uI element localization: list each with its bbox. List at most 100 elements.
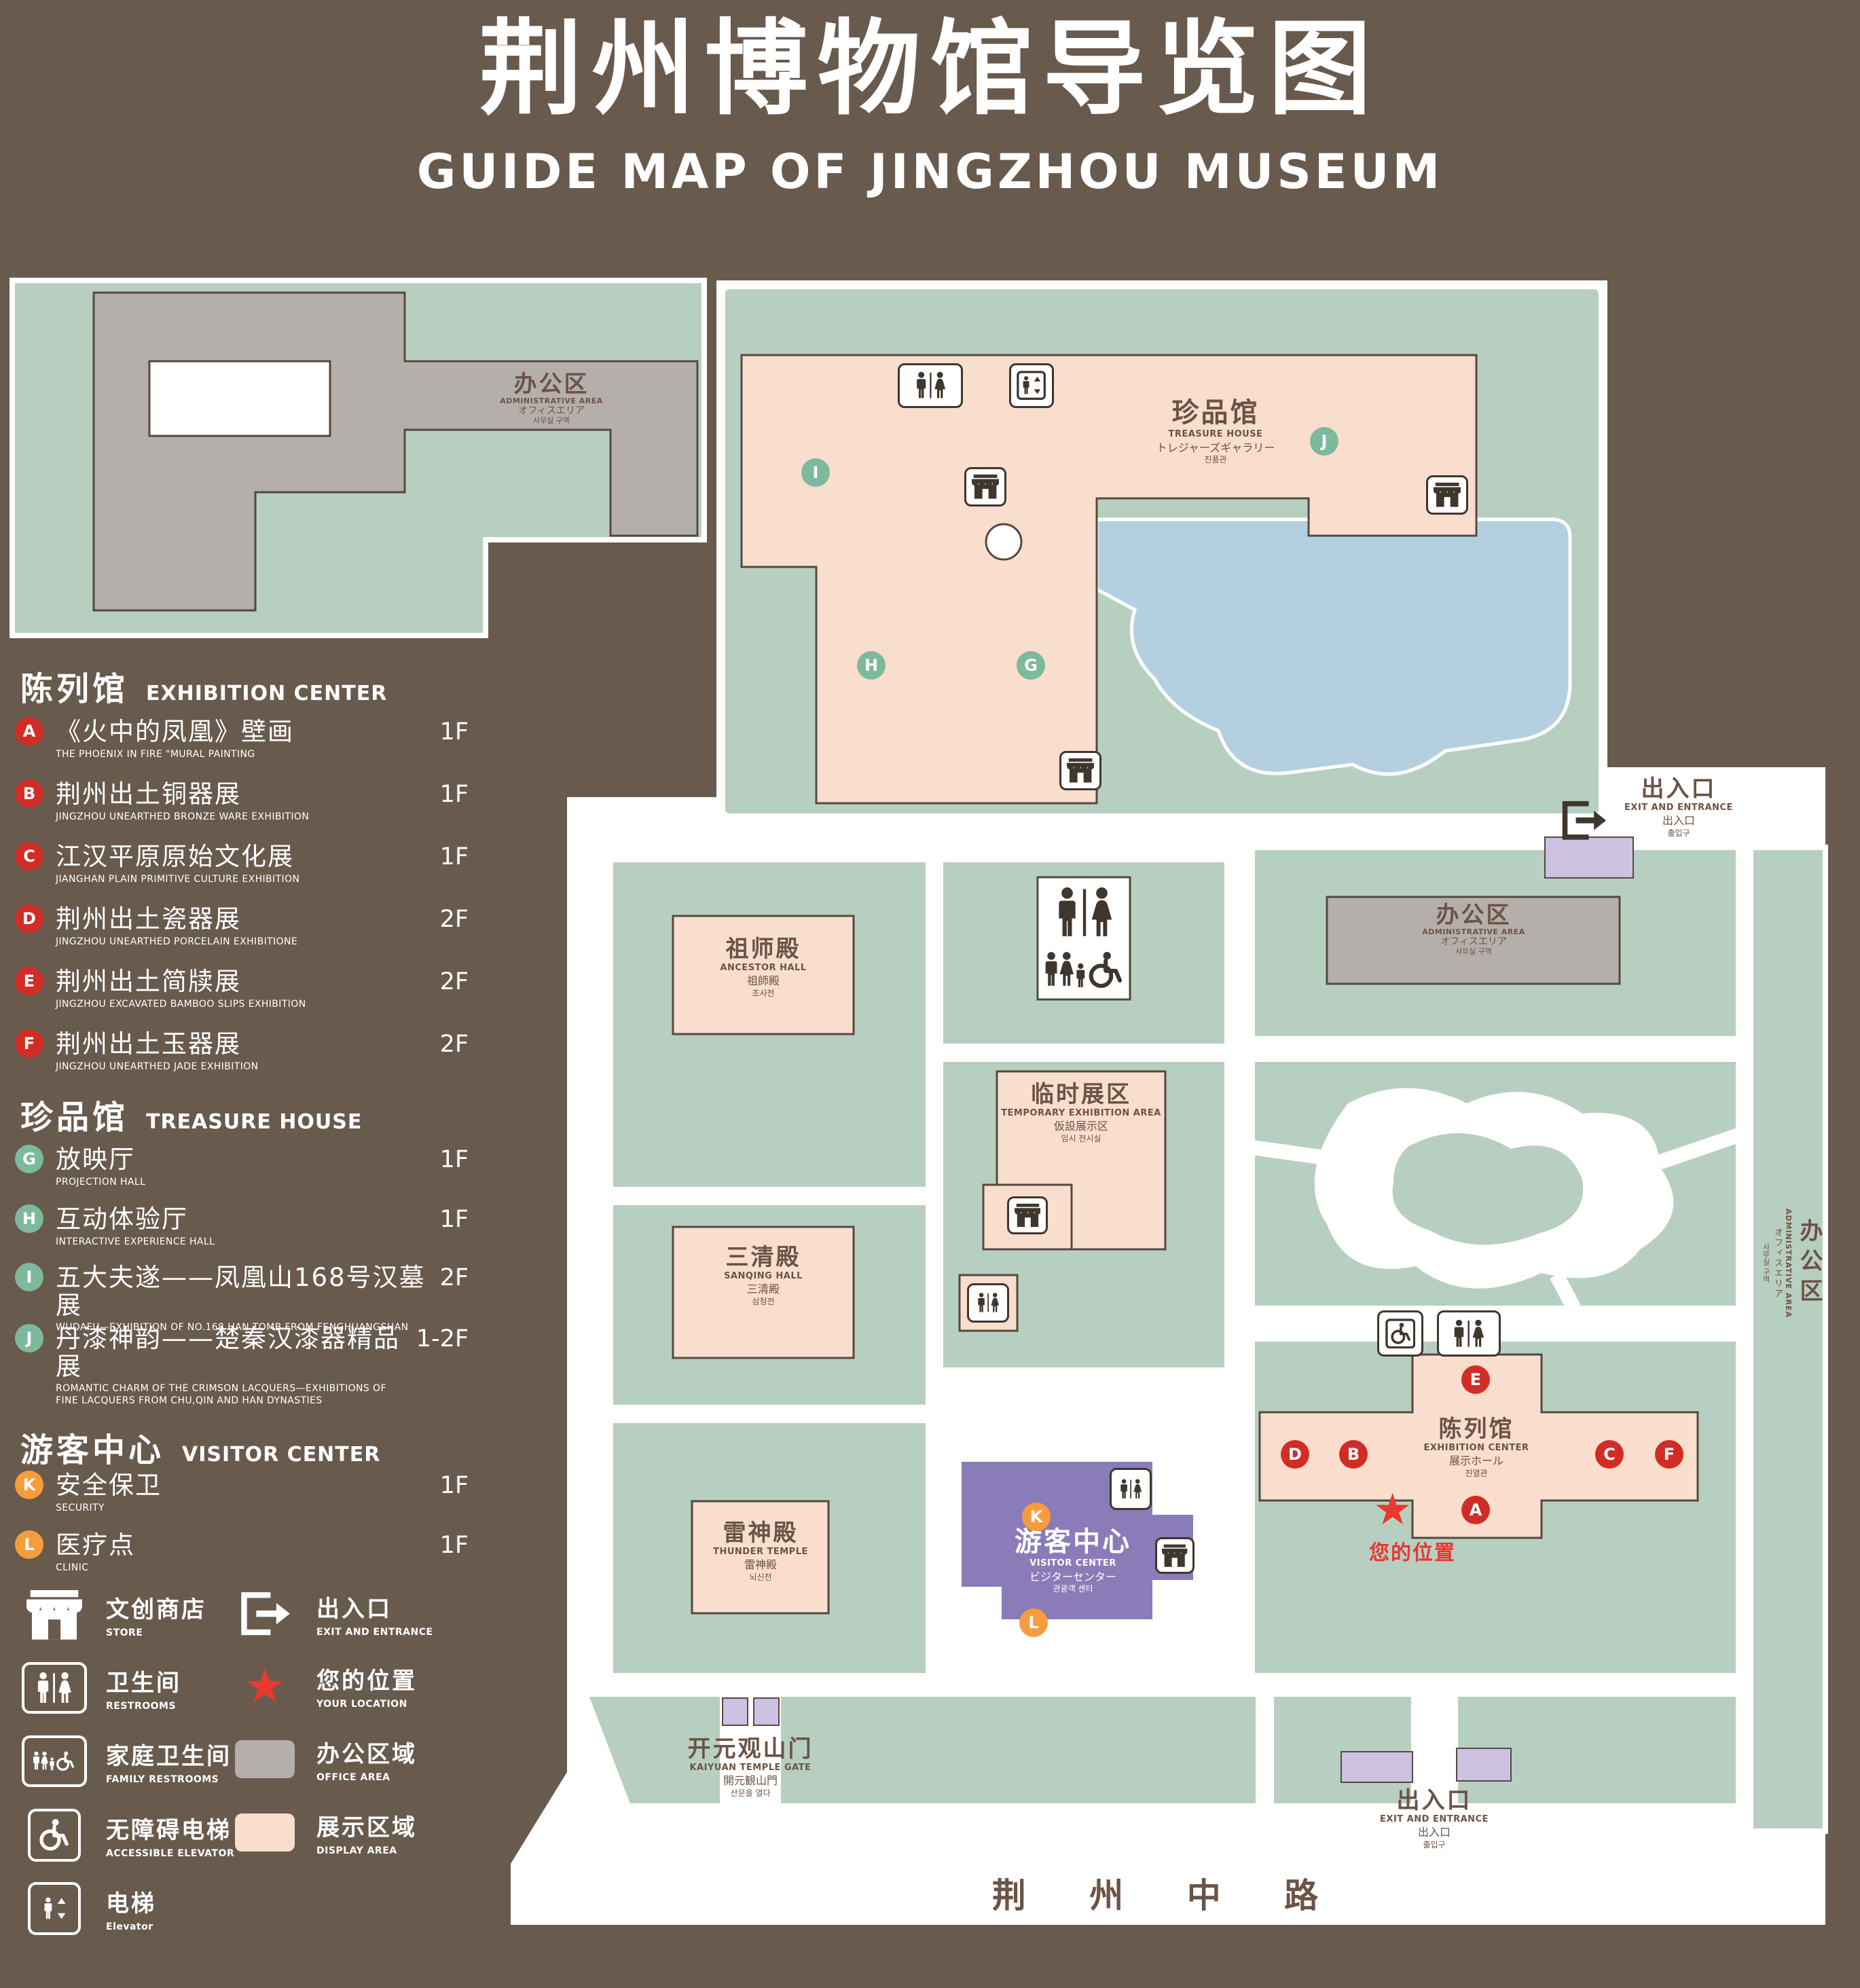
legend-zh: 卫生间: [106, 1670, 181, 1697]
your-location-star-icon: ★: [243, 1658, 287, 1714]
south-exit-block-right: [1456, 1748, 1512, 1782]
badge-l: L: [15, 1530, 43, 1559]
item-zh: 放映厅: [56, 1145, 135, 1174]
ancestor-hall-building: [672, 915, 855, 1035]
label-en: THUNDER TEMPLE: [713, 1547, 808, 1558]
section-visitor-center: 游客中心 VISITOR CENTER: [20, 1423, 380, 1471]
item-zh: 荆州出土铜器展: [56, 779, 241, 809]
label-en: EXIT AND ENTRANCE: [1380, 1814, 1489, 1825]
legend-restrooms: 卫生间 RESTROOMS: [19, 1662, 181, 1714]
legend-zh: 展示区域: [316, 1814, 417, 1841]
section-exhibition-center: 陈列馆 EXHIBITION CENTER: [20, 662, 387, 710]
garden-connector-paths: [1251, 1128, 1741, 1312]
label-ja: オフィスエリア: [1440, 936, 1507, 947]
map-badge-g: G: [1017, 651, 1045, 680]
badge-a: A: [15, 717, 43, 746]
label-en: ADMINISTRATIVE AREA: [500, 396, 603, 405]
label-ja: オフィスエリア: [1772, 1228, 1783, 1299]
restroom-icon: [19, 1662, 90, 1714]
label-ko: 삼청전: [752, 1297, 775, 1307]
label-en: ANCESTOR HALL: [720, 963, 807, 974]
label-ancestor-hall: 祖师殿 ANCESTOR HALL 祖師殿 조사전: [720, 936, 806, 998]
section-treasure-house: 珍品馆 TREASURE HOUSE: [20, 1090, 362, 1138]
store-icon: [1426, 475, 1468, 515]
item-en: JINGZHOU UNEARTHED PORCELAIN EXHIBITIONE: [56, 936, 298, 947]
item-en: JIANGHAN PLAIN PRIMITIVE CULTURE EXHIBIT…: [56, 873, 300, 885]
item-en: ROMANTIC CHARM OF THE CRIMSON LACQUERS—E…: [56, 1383, 386, 1406]
label-thunder-temple: 雷神殿 THUNDER TEMPLE 雷神殿 뇌신전: [713, 1520, 808, 1582]
item-zh: 安全保卫: [56, 1471, 162, 1500]
badge-k: K: [15, 1471, 43, 1499]
list-item-d: D 荆州出土瓷器展 JINGZHOU UNEARTHED PORCELAIN E…: [15, 904, 469, 948]
grounds-bottom-right-a: [1269, 1691, 1417, 1809]
label-en: TREASURE HOUSE: [1168, 429, 1263, 440]
legend-zh: 无障碍电梯: [106, 1817, 232, 1844]
badge-f: F: [15, 1029, 43, 1058]
legend-elevator: 电梯 Elevator: [19, 1882, 156, 1935]
label-exit-east: 出入口 EXIT AND ENTRANCE 出入口 출입구: [1624, 775, 1733, 838]
label-ja: オフィスエリア: [518, 405, 585, 416]
south-exit-block-left: [1341, 1751, 1413, 1783]
item-floor: 1-2F: [416, 1325, 469, 1352]
list-item-l: L 医疗点 CLINIC 1F: [15, 1530, 469, 1574]
section-title-en: EXHIBITION CENTER: [146, 682, 388, 705]
badge-h: H: [15, 1204, 43, 1233]
list-item-j: J 丹漆神韵——楚秦汉漆器精品展 ROMANTIC CHARM OF THE C…: [15, 1324, 469, 1407]
legend-zh: 出入口: [316, 1596, 392, 1623]
pond: [1095, 517, 1572, 776]
legend-your-location: ★ 您的位置 YOUR LOCATION: [230, 1662, 417, 1710]
label-ko: 출입구: [1423, 1840, 1446, 1850]
store-icon: [1007, 1196, 1048, 1234]
label-zh: 办公区: [513, 371, 589, 398]
map-badge-h: H: [857, 651, 886, 680]
elevator-icon: [1009, 363, 1054, 408]
item-zh: 荆州出土瓷器展: [56, 904, 241, 934]
section-title-en: TREASURE HOUSE: [146, 1110, 363, 1134]
restroom-icon: [898, 363, 963, 408]
legend-office-area: 办公区域 OFFICE AREA: [230, 1735, 417, 1783]
item-zh: 互动体验厅: [56, 1204, 188, 1234]
label-ja: トレジャーズギャラリー: [1156, 441, 1275, 454]
legend-en: DISPLAY AREA: [316, 1845, 397, 1856]
label-zh: 游客中心: [1015, 1526, 1131, 1558]
legend-family-restrooms: 家庭卫生间 FAMILY RESTROOMS: [19, 1735, 232, 1787]
restroom-icon: [967, 1283, 1009, 1323]
sanqing-hall-building: [672, 1226, 855, 1359]
label-visitor-center: 游客中心 VISITOR CENTER ビジターセンター 관광객 센터: [1015, 1526, 1131, 1594]
grounds-thunder: [608, 1418, 931, 1678]
label-en: SANQING HALL: [724, 1271, 803, 1282]
gate-pillar-left: [722, 1697, 748, 1726]
item-floor: 2F: [439, 1031, 469, 1058]
map-badge-a: A: [1461, 1496, 1490, 1524]
list-item-g: G 放映厅 PROJECTION HALL 1F: [15, 1145, 469, 1188]
label-admin-mid: 办公区 ADMINISTRATIVE AREA オフィスエリア 사무실 구역: [1422, 903, 1525, 956]
accessible-elevator-icon: [1377, 1310, 1423, 1357]
map-badge-c: C: [1595, 1440, 1624, 1469]
garden-paths: [1314, 1088, 1674, 1289]
label-kaiyuan-gate: 开元观山门 KAIYUAN TEMPLE GATE 開元観山門 산문을 열다: [688, 1735, 814, 1798]
label-ko: 진열관: [1465, 1469, 1488, 1479]
badge-d: D: [15, 904, 43, 933]
label-en: ADMINISTRATIVE AREA: [1784, 1209, 1793, 1319]
admin-courtyard: [148, 360, 331, 437]
store-icon: [1059, 751, 1101, 790]
road-name: 荆 州 中 路: [991, 1876, 1345, 1915]
section-title-zh: 游客中心: [20, 1431, 165, 1469]
label-ko: 조사전: [752, 989, 775, 999]
exhibition-center-building: [1258, 1353, 1699, 1539]
family-restroom-icon: [19, 1735, 90, 1787]
legend-en: FAMILY RESTROOMS: [106, 1774, 219, 1785]
grounds-right-strip: [1748, 845, 1828, 1834]
store-icon: [964, 467, 1006, 507]
treasure-house-building: [740, 354, 1478, 805]
list-item-e: E 荆州出土简牍展 JINGZHOU EXCAVATED BAMBOO SLIP…: [15, 967, 469, 1010]
item-en: PROJECTION HALL: [56, 1176, 146, 1188]
map-badge-i: I: [801, 458, 830, 487]
item-zh: 医疗点: [56, 1530, 135, 1560]
label-ko: 사무실 구역: [532, 416, 570, 425]
map-badge-e: E: [1461, 1365, 1490, 1394]
list-item-h: H 互动体验厅 INTERACTIVE EXPERIENCE HALL 1F: [15, 1204, 469, 1248]
page-title: 荆州博物馆导览图: [479, 9, 1381, 129]
item-floor: 1F: [439, 718, 469, 746]
